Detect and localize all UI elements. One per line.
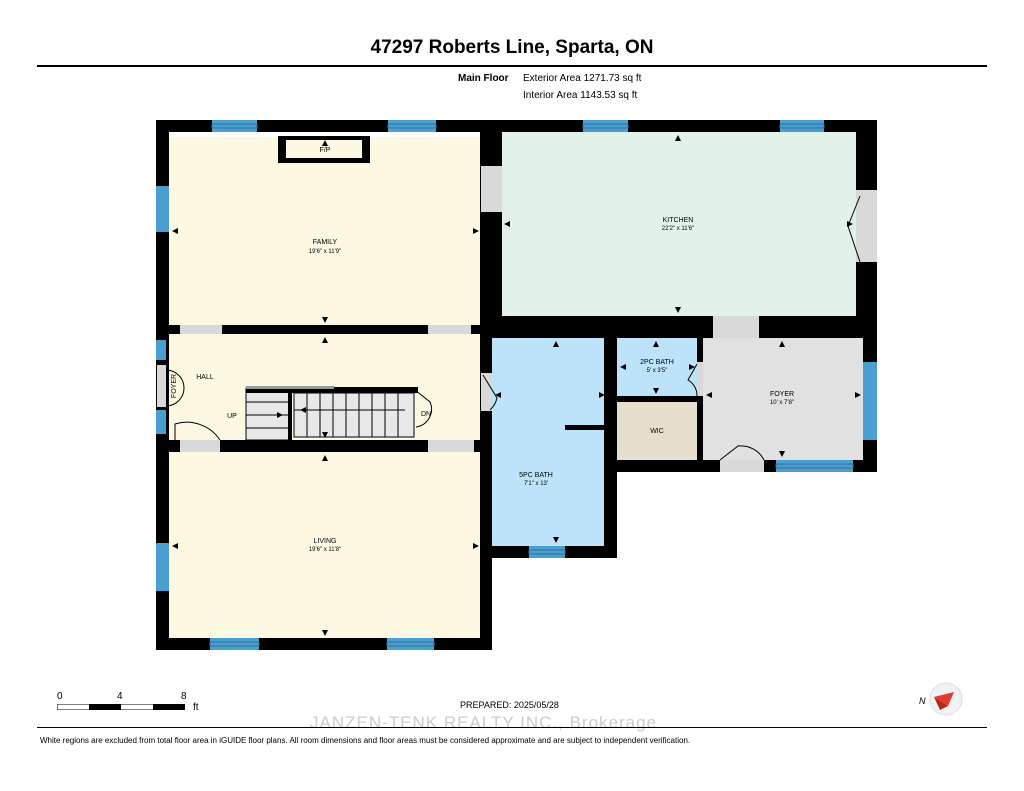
living-dims: 19'6" x 11'8": [309, 547, 341, 553]
family-label: FAMILY: [313, 239, 338, 246]
room-bath2: [617, 338, 697, 396]
brokerage-watermark: JANZEN-TENK REALTY INC., Brokerage: [310, 713, 658, 732]
stairs-up-label: UP: [227, 413, 237, 420]
foyer-label: FOYER: [770, 391, 794, 398]
room-wic: [617, 402, 697, 460]
stairs-down-label: DN: [421, 411, 431, 418]
kitchen-dims: 22'2" x 11'6": [662, 226, 694, 232]
floor-name: Main Floor: [458, 73, 509, 84]
room-kitchen: [502, 132, 856, 316]
kitchen-label: KITCHEN: [663, 217, 694, 224]
window-frames: [209, 123, 854, 647]
living-label: LIVING: [314, 538, 337, 545]
wic-label: WIC: [650, 428, 664, 435]
bath5-label: 5PC BATH: [519, 472, 553, 479]
family-dims: 19'6" x 11'9": [309, 249, 341, 255]
hall-label: HALL: [196, 374, 214, 381]
interior-area: Interior Area 1143.53 sq ft: [523, 90, 638, 101]
bath2-dims: 5' x 3'5": [647, 368, 668, 374]
bath2-label: 2PC BATH: [640, 359, 674, 366]
room-foyer: [703, 338, 863, 460]
staircase: [245, 386, 418, 441]
interior-walls: [166, 120, 703, 460]
footer-rule: [37, 727, 987, 728]
door-openings: [157, 166, 877, 472]
title-rule: [37, 65, 987, 67]
bath5-dims: 7'1" x 13': [524, 481, 548, 487]
prepared-date: PREPARED: 2025/05/28: [460, 700, 559, 710]
scale-label-eight: 8: [181, 691, 187, 702]
plan-title: 47297 Roberts Line, Sparta, ON: [370, 37, 654, 58]
scale-bar: [57, 704, 185, 710]
scale-unit: ft: [193, 702, 199, 713]
windows: [156, 120, 877, 650]
dimension-arrows: [172, 135, 861, 636]
fireplace-label: F/P: [320, 147, 331, 154]
small-foyer-label: FOYER: [171, 374, 178, 398]
scale-label-zero: 0: [57, 691, 63, 702]
exterior-area: Exterior Area 1271.73 sq ft: [523, 73, 642, 84]
compass-icon: N: [919, 682, 963, 716]
foyer-dims: 10' x 7'8": [770, 400, 794, 406]
disclaimer-text: White regions are excluded from total fl…: [40, 736, 691, 745]
room-family: [169, 137, 481, 325]
compass-north-label: N: [919, 696, 926, 706]
scale-label-four: 4: [117, 691, 123, 702]
room-bath5: [492, 338, 608, 546]
room-living: [169, 452, 481, 638]
